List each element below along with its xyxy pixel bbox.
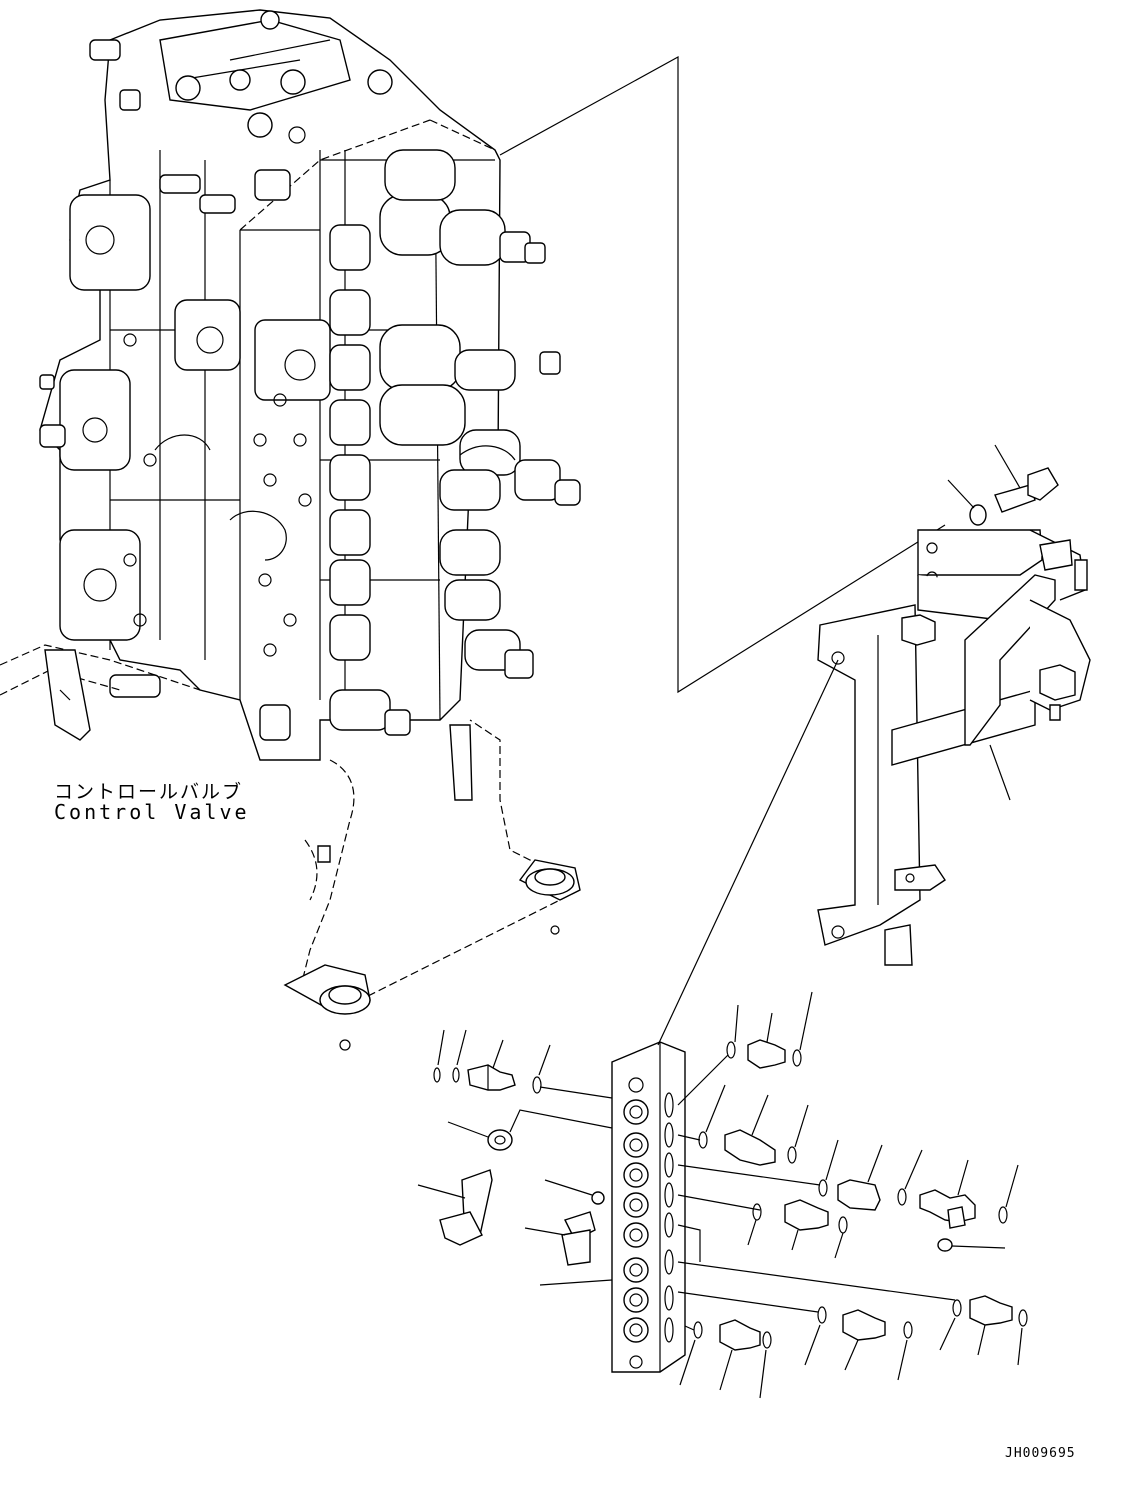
bracket-bolt xyxy=(948,445,1058,525)
detail-callout-outline xyxy=(500,57,945,692)
manifold-to-bracket-line xyxy=(658,660,838,1045)
valve-mounting-frame xyxy=(0,645,580,1050)
reference-code: JH009695 xyxy=(1005,1446,1076,1461)
mounting-bracket xyxy=(818,530,1090,965)
control-valve-label-en: Control Valve xyxy=(54,800,250,824)
control-valve-label-jp: コントロールバルブ xyxy=(54,781,244,803)
manifold-block xyxy=(612,1042,685,1372)
control-valve-assembly xyxy=(40,10,580,760)
fittings-and-o-rings xyxy=(418,992,1027,1398)
